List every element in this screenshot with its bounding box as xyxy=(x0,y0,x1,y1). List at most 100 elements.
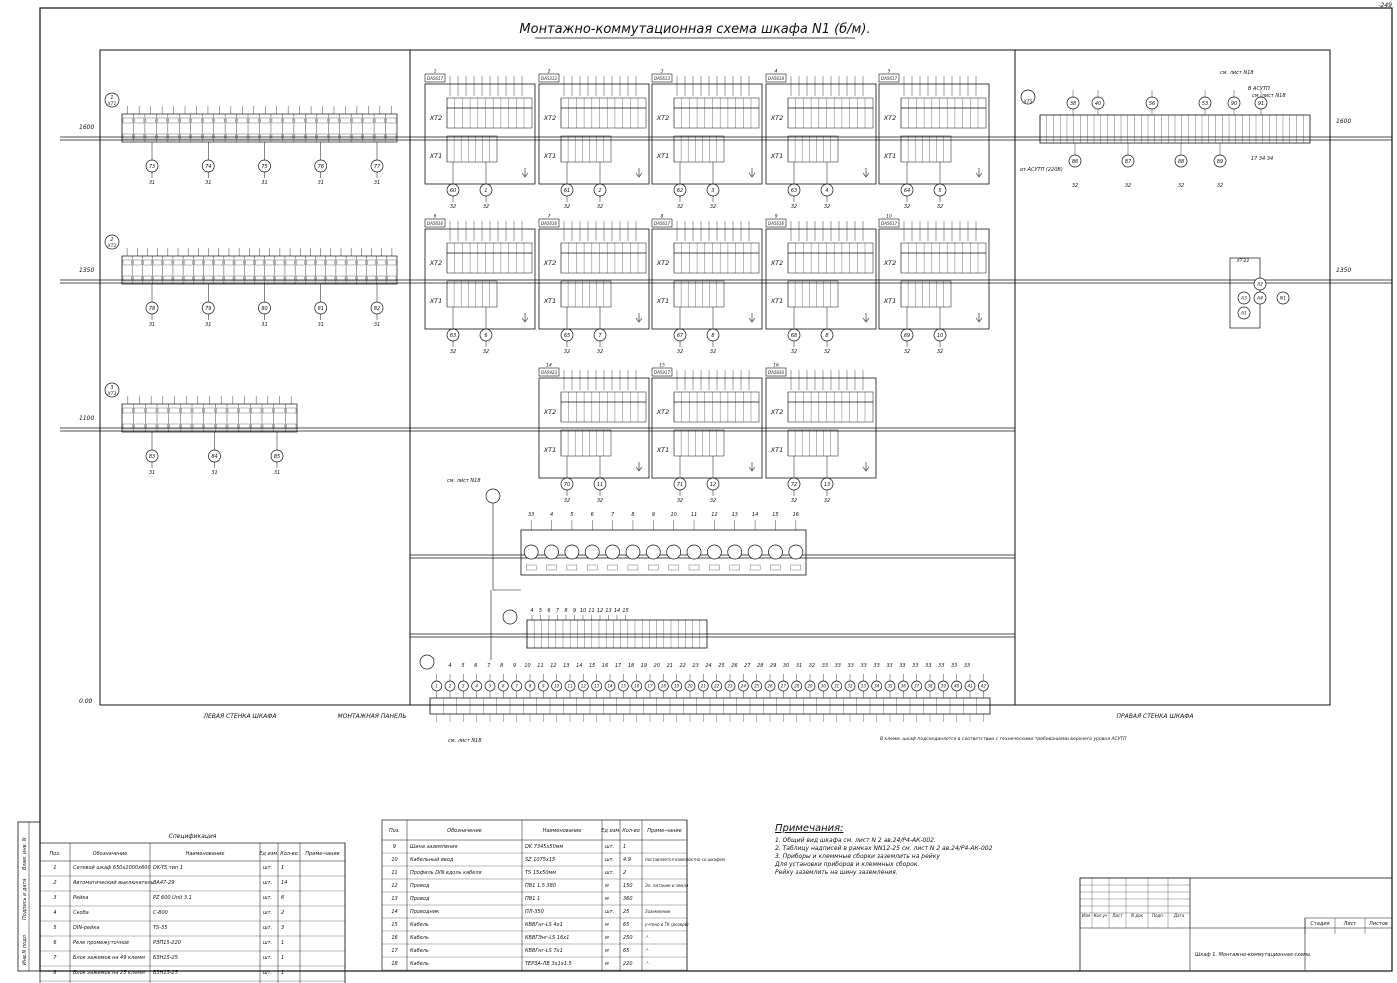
bottom-node-label: 21 xyxy=(701,683,706,688)
right-wall-label: ПРАВАЯ СТЕНКА ШКАФА xyxy=(1116,713,1193,720)
bottom-node-label: 14 xyxy=(607,683,613,688)
module-ref-tag xyxy=(424,218,446,228)
module-node-sub: 32 xyxy=(450,349,456,355)
module-node-sub: 32 xyxy=(824,498,830,504)
spec-cell: 3 xyxy=(53,895,56,901)
terminal-cell xyxy=(239,407,250,414)
terminal-cell xyxy=(183,275,193,282)
notes-heading: Примечания: xyxy=(775,823,844,834)
bottom-node-label: 33 xyxy=(861,683,867,688)
module-arrow-head xyxy=(521,317,529,323)
bottom-node-label: 22 xyxy=(714,683,720,688)
terminal-cell xyxy=(204,423,215,430)
right-node-sub: 32 xyxy=(1178,183,1184,189)
module-node-label: 71 xyxy=(677,482,683,488)
bottom-num: 10 xyxy=(524,663,530,669)
module-xt1-label: XT1 xyxy=(883,297,897,305)
module-node-label: 13 xyxy=(824,482,830,488)
spec2-cell: DK 7345х50мм xyxy=(525,844,564,850)
module-xt2-cells xyxy=(560,401,647,423)
spec2-cell: м xyxy=(605,896,609,902)
spec-cell: Блок зажимов на 25 клемм xyxy=(73,970,145,976)
level-1600: 1600 xyxy=(79,124,94,131)
bottom-node-label: 13 xyxy=(594,683,600,688)
module-xt2-strip xyxy=(787,97,874,109)
terminal-cell xyxy=(143,275,152,282)
relay-coil xyxy=(686,544,702,560)
spec-cell: 14 xyxy=(281,880,287,886)
bottom-num: 5 xyxy=(461,663,464,669)
module-node-sub: 32 xyxy=(937,349,943,355)
left-term-node-label: 84 xyxy=(211,454,217,460)
module-node-label: 60 xyxy=(450,188,456,194)
spec-cell: шт. xyxy=(263,910,272,916)
bottom-num: 30 xyxy=(783,663,789,669)
stamp-col-label: Кол.уч xyxy=(1094,913,1108,918)
riser-node xyxy=(1253,277,1267,291)
module-ref: DA5312 xyxy=(541,76,557,81)
module-xt2-strip xyxy=(787,242,874,254)
spec2-cell: 4.9 xyxy=(623,857,631,863)
module-xt2-strip xyxy=(900,97,987,109)
module-xt1-label: XT1 xyxy=(543,152,557,160)
riser-node xyxy=(1253,291,1267,305)
relay-base xyxy=(668,564,679,571)
relay-num: 9 xyxy=(652,512,655,518)
bottom-node-label: 23 xyxy=(727,683,733,688)
terminal-cell xyxy=(204,407,215,414)
module-xt2-cells xyxy=(446,107,533,129)
terminal-cell xyxy=(352,133,362,140)
spec-cell: 7 xyxy=(53,955,57,961)
module-node-sub: 32 xyxy=(564,498,570,504)
module-xt1-label: XT1 xyxy=(656,446,670,454)
relay-num: 11 xyxy=(691,512,697,518)
terminal-cell xyxy=(180,117,190,124)
spec2-cell: -"- xyxy=(645,935,650,940)
terminal-cell xyxy=(274,407,285,414)
module-ref-tag xyxy=(538,367,560,377)
right-node-sub: 32 xyxy=(1217,183,1223,189)
module-node-label: 3 xyxy=(711,188,714,194)
spec2-cell: ТЕРЗА-ЛВ 3х1х1.5 xyxy=(525,961,572,967)
module-xt2-cells xyxy=(560,107,647,129)
left-strip-ref xyxy=(104,234,120,250)
terminal-cell xyxy=(214,117,225,124)
module-node-sub: 32 xyxy=(824,349,830,355)
left-strip-ref-label: XT1 xyxy=(107,101,117,107)
spec-header: Кол-во xyxy=(280,851,298,857)
module-ref: DA5830 xyxy=(768,370,784,375)
module-xt2-strip xyxy=(560,242,647,254)
spec2-cell: шт. xyxy=(605,857,614,863)
stamp-col-label: Подп. xyxy=(1152,913,1164,918)
bottom-node-label: 35 xyxy=(887,683,893,688)
terminal-cell xyxy=(203,117,213,124)
module-pos: 10 xyxy=(886,214,892,220)
left-term-sub: 31 xyxy=(374,322,380,328)
module-xt2-label: XT2 xyxy=(656,259,670,267)
terminal-cell xyxy=(286,407,297,414)
terminal-cell xyxy=(227,407,238,414)
spec-cell: БЗН15-25 xyxy=(153,955,178,961)
terminal-cell xyxy=(122,275,132,282)
terminal-cell xyxy=(146,407,157,414)
terminal-cell xyxy=(274,423,285,430)
terminal-cell xyxy=(374,117,385,124)
left-term-node-label: 77 xyxy=(374,164,381,170)
module-ref-tag xyxy=(424,73,446,83)
bottom-num: 15 xyxy=(589,663,595,669)
module-pos: 6 xyxy=(434,214,437,220)
spec2-cell: Провод xyxy=(410,883,430,889)
module-ref: DA5616 xyxy=(768,221,784,226)
bottom-node-label: 26 xyxy=(767,683,773,688)
spec2-cell: ПВ1 1 xyxy=(525,896,540,902)
right-note-1: см. лист N18 xyxy=(1220,70,1254,76)
din-rails xyxy=(60,136,1392,638)
xt4-num: 8 xyxy=(564,608,567,614)
module-pos: 8 xyxy=(661,214,664,220)
